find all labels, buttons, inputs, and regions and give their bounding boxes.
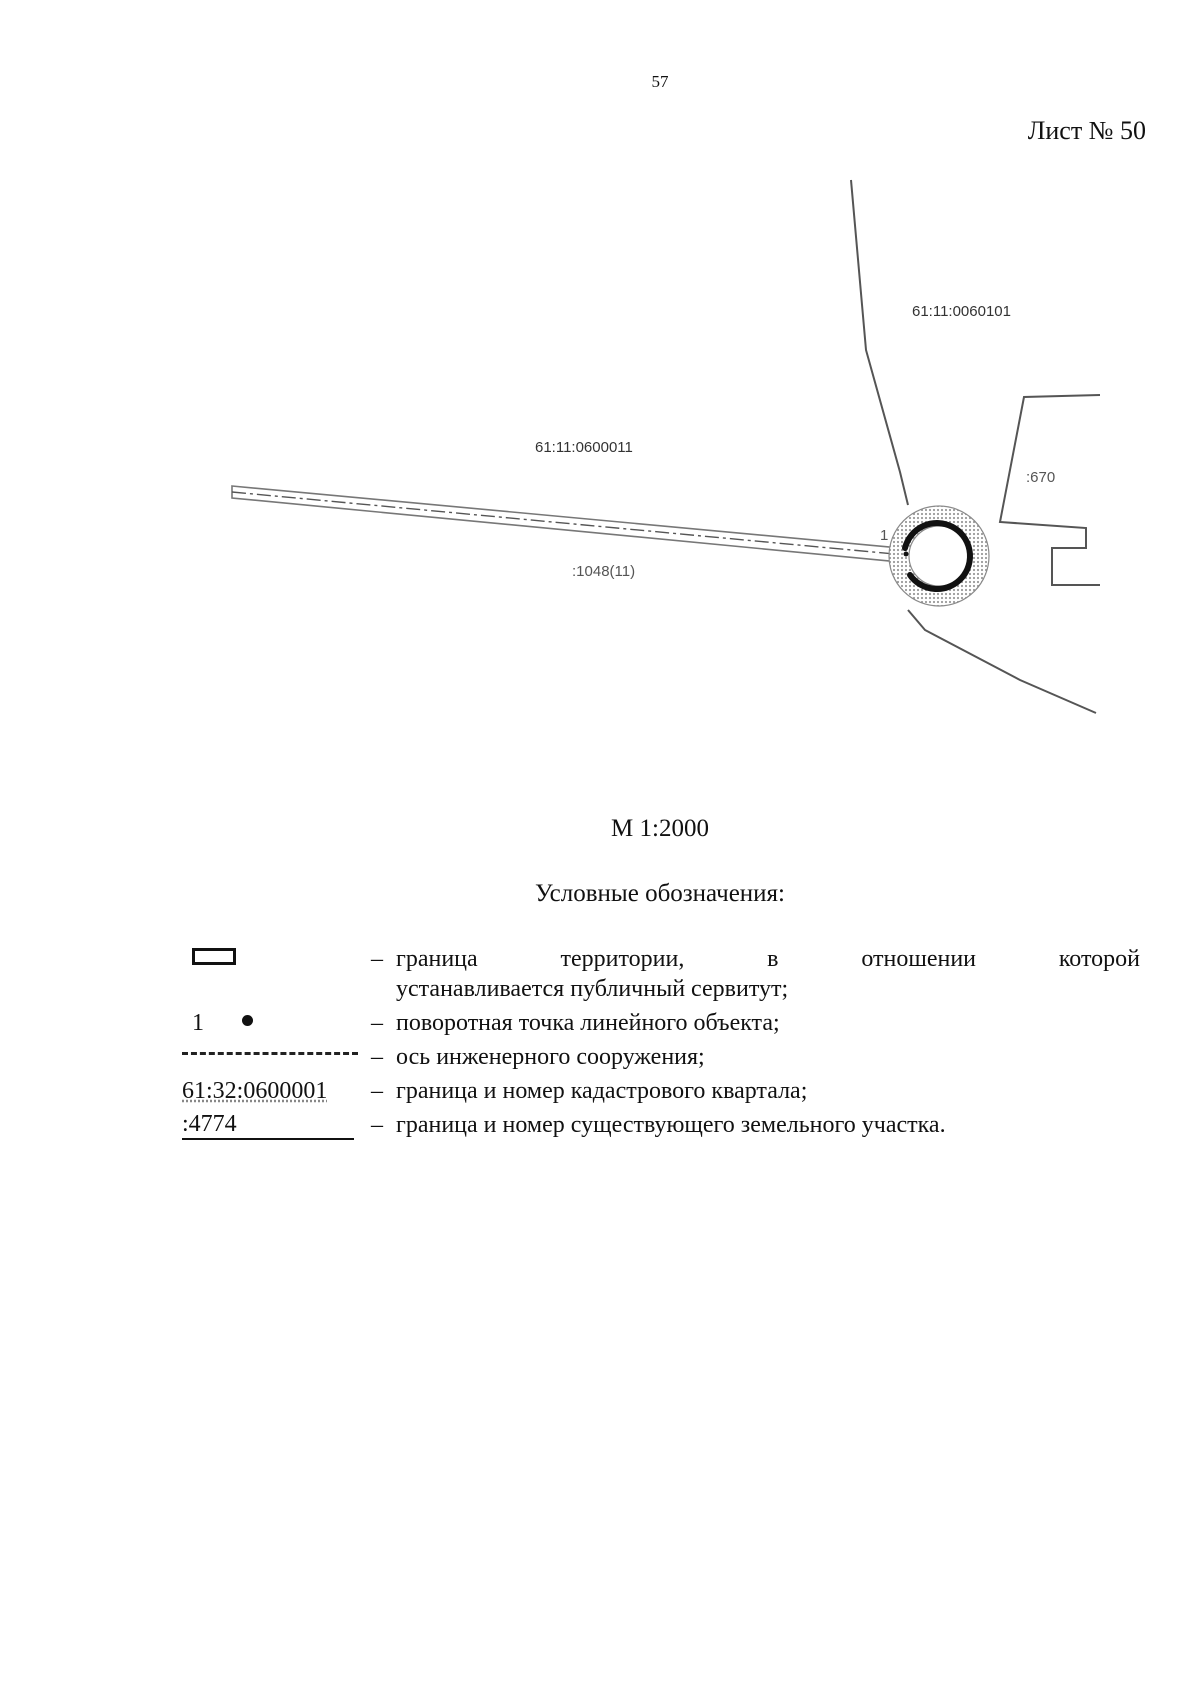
legend-symbol-axis [182,1042,358,1072]
cadastral-map: 61:11:0060101 61:11:0600011 :670 :1048(1… [231,179,1101,714]
map-scale: М 1:2000 [611,815,709,842]
legend-dash: – [371,946,383,972]
quarter-number: 61:32:0600001 [182,1078,328,1104]
legend-title: Условные обозначения: [534,880,786,907]
legend-dash: – [371,1010,383,1036]
legend-text: поворотная точка линейного объекта; [396,1010,780,1036]
legend-item-turning-point: 1 – поворотная точка линейного объекта; [182,1008,1140,1038]
quarter-boundary-southeast [907,609,1097,714]
dashed-line-icon [182,1052,358,1055]
quarter-boundary-north [850,179,909,506]
legend-dash: – [371,1044,383,1070]
sheet-title: Лист № 50 [1027,116,1146,145]
label-quarter-north: 61:11:0060101 [912,303,1011,320]
legend-dash: – [371,1112,383,1138]
engineering-axis [231,491,906,556]
legend-item-cadastral-quarter: 61:32:0600001 – граница и номер кадастро… [182,1076,1140,1106]
legend-text: ось инженерного сооружения; [396,1044,705,1070]
legend-symbol-parcel: :4774 [182,1110,358,1140]
parcel-number: :4774 [182,1110,354,1140]
label-quarter-west: 61:11:0600011 [535,439,633,456]
parcel-670-boundary [998,394,1101,586]
legend-symbol-quarter: 61:32:0600001 [182,1076,358,1106]
legend-item-land-parcel: :4774 – граница и номер существующего зе… [182,1110,1140,1140]
legend-symbol-point: 1 [182,1008,358,1038]
legend-text: граница территории, в отношении которой [396,946,1140,972]
legend-item-engineering-axis: – ось инженерного сооружения; [182,1042,1140,1072]
label-point-1: 1 [880,527,888,544]
point-number: 1 [192,1010,204,1036]
label-parcel-670: :670 [1026,469,1055,486]
servitude-ring-hatch [889,506,989,606]
legend-symbol-rectangle [182,944,358,974]
legend: – граница территории, в отношении которо… [182,944,1140,1144]
point-dot-icon [242,1015,253,1026]
servitude-ring-outer [888,505,990,607]
legend-item-servitude-boundary: – граница территории, в отношении которо… [182,944,1140,974]
legend-text: граница и номер существующего земельного… [396,1112,946,1138]
servitude-territory-boundary [902,520,973,593]
label-parcel-1048: :1048(11) [572,563,635,580]
legend-dash: – [371,1078,383,1104]
legend-text-continuation: устанавливается публичный сервитут; [396,976,789,1002]
legend-text: граница и номер кадастрового квартала; [396,1078,808,1104]
boundary-rect-icon [192,948,236,965]
turning-point-1 [903,551,909,557]
page-number: 57 [651,72,669,91]
servitude-corridor [231,485,901,563]
